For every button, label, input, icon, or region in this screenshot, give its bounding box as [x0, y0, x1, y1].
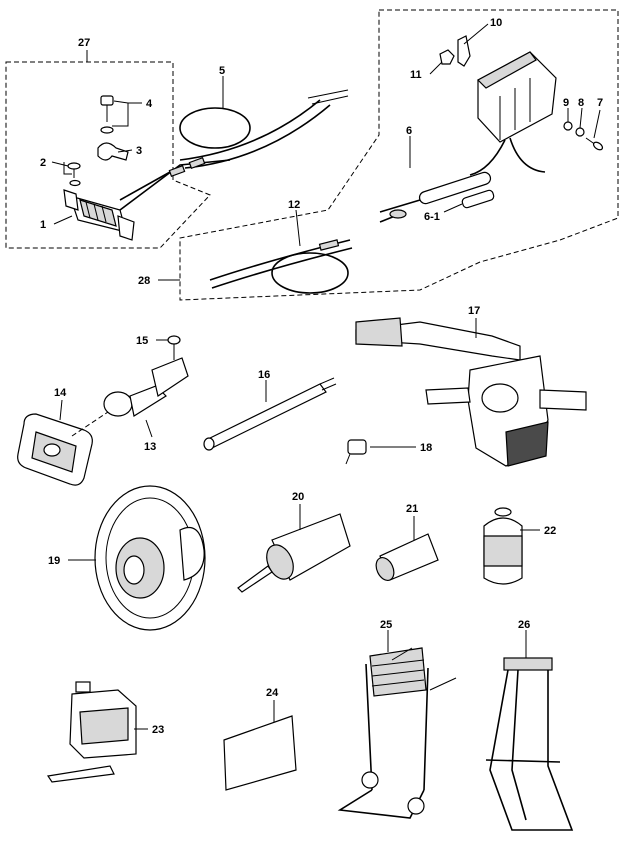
part-5-harness: [119, 89, 349, 211]
part-23-oil-container: [46, 681, 137, 783]
callout-4: 4: [146, 98, 153, 110]
part-13-bracket: [103, 357, 189, 417]
part-4-bolt: [100, 95, 114, 134]
part-1-connector: [63, 189, 135, 241]
part-3-clamp: [97, 142, 129, 161]
part-2-screw: [67, 162, 81, 187]
callout-10: 10: [490, 17, 502, 29]
part-6-1-fuse: [461, 189, 495, 209]
callout-7: 7: [597, 97, 603, 109]
callout-25: 25: [380, 619, 392, 631]
part-6-fuse-holder: [379, 171, 492, 223]
regulator-unit: [469, 51, 557, 176]
callout-labels: 27 1 2 3 4 5 6 6-1 7 8 9 10 11 12 28 13 …: [40, 17, 603, 736]
callout-8: 8: [578, 97, 584, 109]
part-10-bracket: [457, 35, 471, 67]
callout-14: 14: [54, 387, 67, 399]
part-25-carrier: [337, 647, 457, 819]
part-22-can: [483, 507, 523, 585]
part-7-bolt: [585, 137, 604, 151]
callout-27: 27: [78, 37, 90, 49]
callout-24: 24: [266, 687, 279, 699]
callout-12: 12: [288, 199, 300, 211]
callout-22: 22: [544, 525, 556, 537]
part-21-tube: [375, 533, 439, 581]
part-26-stand: [485, 657, 574, 831]
group-28-outline: [179, 9, 619, 301]
callout-26: 26: [518, 619, 530, 631]
callout-16: 16: [258, 369, 270, 381]
part-15-screw: [167, 335, 181, 360]
callout-9: 9: [563, 97, 569, 109]
callout-5: 5: [219, 65, 225, 77]
part-8-washer: [575, 127, 585, 137]
part-12-harness: [209, 239, 353, 294]
callout-11: 11: [410, 69, 422, 81]
callout-3: 3: [136, 145, 142, 157]
callout-18: 18: [420, 442, 432, 454]
callout-17: 17: [468, 305, 480, 317]
callout-19: 19: [48, 555, 60, 567]
part-14-plate: [17, 413, 93, 486]
callout-21: 21: [406, 503, 418, 515]
callout-20: 20: [292, 491, 304, 503]
part-24-packet: [223, 715, 297, 791]
part-9-washer: [563, 121, 573, 131]
callout-13: 13: [144, 441, 156, 453]
part-17-tiller-handle: [355, 317, 587, 467]
part-19-pulley: [94, 485, 206, 631]
leader-lines: [51, 23, 601, 730]
callout-6-1: 6-1: [424, 211, 440, 223]
part-16-rod: [203, 377, 337, 451]
callout-1: 1: [40, 219, 46, 231]
callout-23: 23: [152, 724, 164, 736]
group-27-outline: [5, 61, 211, 249]
part-11-nut: [439, 49, 455, 65]
callout-2: 2: [40, 157, 46, 169]
part-20-tube: [237, 513, 351, 593]
part-18-bushing: [345, 439, 367, 465]
callout-15: 15: [136, 335, 148, 347]
callout-6: 6: [406, 125, 412, 137]
callout-28: 28: [138, 275, 150, 287]
